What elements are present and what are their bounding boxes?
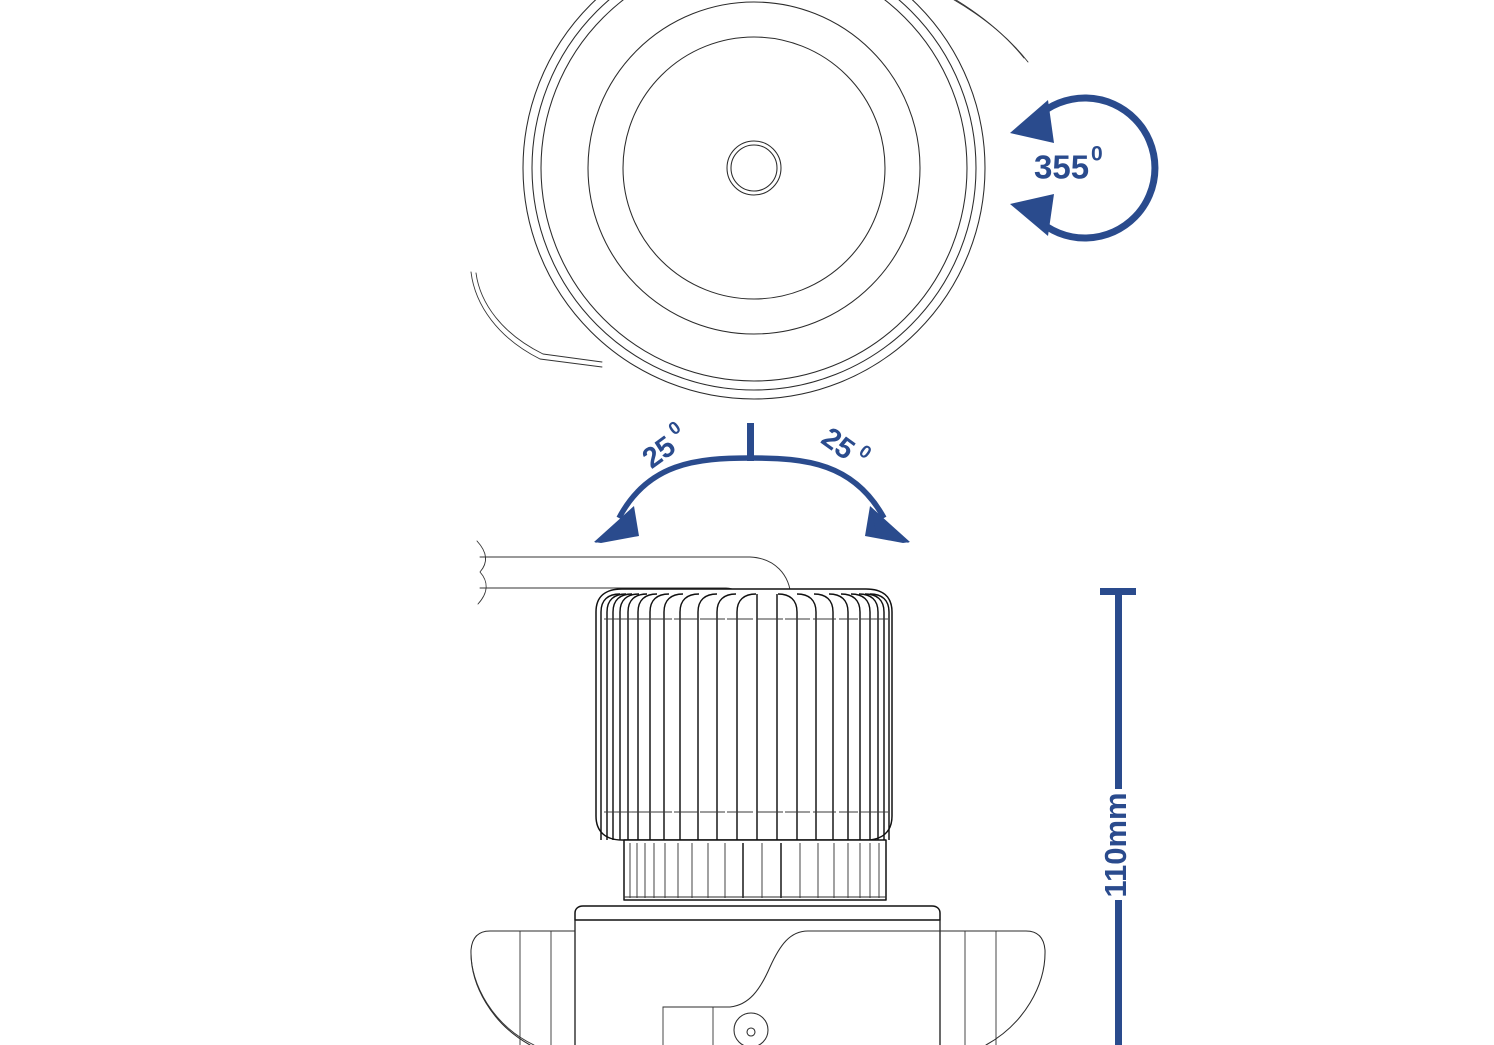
fin-4: [619, 593, 640, 840]
side-view-group: [470, 540, 1046, 1045]
fin-12: [736, 593, 757, 840]
fin-9: [679, 593, 700, 840]
rotation-arrowhead-top: [1010, 100, 1054, 143]
side-view-collar: [623, 839, 887, 901]
fin-8: [663, 593, 684, 840]
fin-21: [858, 593, 879, 840]
fin-5: [627, 593, 648, 840]
side-view-finned-body: [595, 588, 893, 841]
rotation-annotation-355: 355 0: [1010, 94, 1159, 242]
arm-break-line: [476, 540, 487, 605]
fin-1: [600, 593, 621, 840]
fin-22: [864, 593, 885, 840]
tilt-arc: [616, 455, 887, 520]
ring-hub-inner: [730, 144, 778, 192]
height-label-group: 110mm: [1098, 792, 1133, 897]
fin-19: [840, 593, 861, 840]
height-dimension-group: 110mm: [1098, 588, 1136, 1045]
tilt-center-tick: [747, 423, 754, 461]
fin-6: [637, 593, 658, 840]
side-view-base-housing: [470, 905, 1046, 1045]
base-wing-left-inner: [470, 949, 535, 1045]
body-shell: [595, 588, 893, 841]
ring-outer-1: [522, 0, 986, 400]
ring-outer-2: [531, 0, 977, 391]
arm-tail-outer: [470, 271, 603, 368]
collar-shell: [623, 839, 887, 901]
screw-boss-outer: [733, 1012, 769, 1045]
fin-3: [612, 593, 633, 840]
fin-23: [869, 593, 890, 840]
collar-fins: [629, 843, 880, 898]
rotation-arc: [1034, 94, 1159, 242]
base-wing-right-outer: [939, 930, 1046, 1045]
dimension-line-upper: [1115, 588, 1122, 789]
tilt-annotation-group: 25 0 25 0: [594, 417, 910, 543]
rotation-label-degree: 0: [1091, 143, 1103, 166]
fin-7: [649, 593, 670, 840]
rotation-label-value: 355: [1034, 149, 1089, 186]
fin-15: [777, 593, 798, 840]
top-view-rings: [522, 0, 986, 400]
fin-11: [716, 593, 737, 840]
tilt-arrowhead-left-body: [594, 506, 639, 543]
ring-outer-3: [540, 0, 968, 382]
fin-10: [697, 593, 718, 840]
fin-16: [796, 593, 817, 840]
top-view-group: 355 0: [470, 0, 1159, 400]
base-face-contour: [662, 930, 941, 1008]
rotation-arrowhead-bottom: [1010, 194, 1054, 236]
screw-boss-hole: [746, 1027, 756, 1037]
tilt-arrowhead-right: [871, 507, 909, 543]
fin-17: [813, 593, 834, 840]
height-dimension-label: 110mm: [1098, 792, 1133, 897]
arm-tail-inner: [475, 272, 603, 363]
ring-mid-1: [587, 1, 921, 335]
side-view-mounting-arm: [476, 540, 792, 626]
fin-20: [850, 593, 871, 840]
base-top-plate: [574, 905, 941, 921]
body-fins: [600, 593, 890, 840]
ring-hub-outer: [726, 140, 782, 196]
ring-mid-2: [622, 36, 886, 300]
dimension-line-lower: [1115, 900, 1122, 1045]
top-view-mounting-arm: [470, 0, 1029, 368]
arm-outer-arc-upper-2: [955, 0, 1025, 59]
fin-2: [606, 593, 627, 840]
fin-18: [828, 593, 849, 840]
